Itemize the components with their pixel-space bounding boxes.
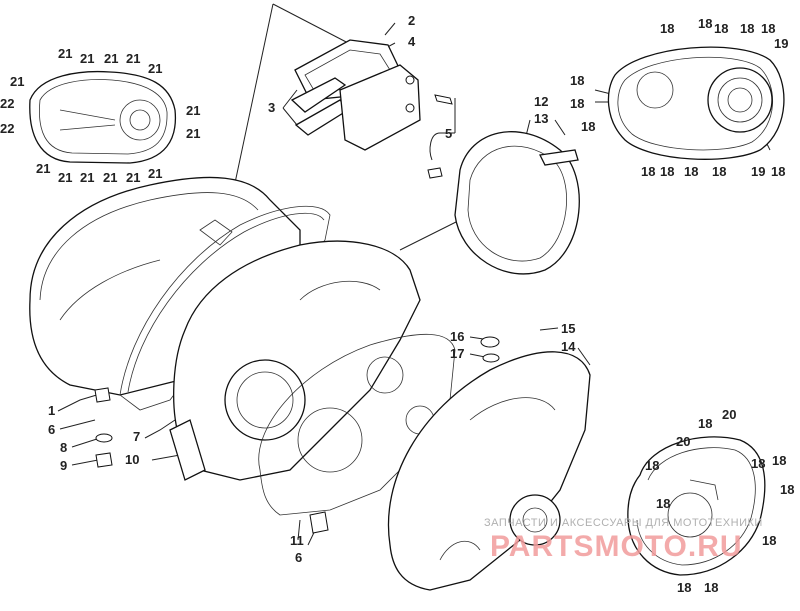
callout-18: 20 (722, 407, 736, 422)
callout-18: 18 (677, 580, 691, 595)
callout-21: 21 (80, 51, 94, 66)
callout-18: 19 (751, 164, 765, 179)
callout-14: 14 (561, 339, 576, 354)
callout-18: 18 (641, 164, 655, 179)
callout-19: 19 (774, 36, 788, 51)
magneto-cover-inset (627, 436, 766, 576)
callout-6: 6 (48, 422, 55, 437)
callout-21: 21 (58, 170, 72, 185)
callout-17: 17 (450, 346, 464, 361)
callout-10: 10 (125, 452, 139, 467)
watermark-tagline: ЗАПЧАСТИ И АКСЕССУАРЫ ДЛЯ МОТОТЕХНИКИ (484, 517, 763, 529)
callout-18: 18 (684, 164, 698, 179)
callout-5: 5 (445, 126, 452, 141)
callout-21: 21 (10, 74, 24, 89)
callout-11: 11 (290, 533, 304, 548)
callout-21: 21 (126, 51, 140, 66)
small-parts (94, 336, 500, 534)
callout-2: 2 (408, 13, 415, 28)
callout-18: 18 (570, 73, 584, 88)
callout-18: 18 (656, 496, 670, 511)
callout-20: 20 (676, 434, 690, 449)
callout-18: 18 (698, 416, 712, 431)
callout-22: 22 (0, 96, 14, 111)
callout-9: 9 (60, 458, 67, 473)
callout-21: 21 (186, 126, 200, 141)
callout-21: 21 (80, 170, 94, 185)
cover-plate-parts (290, 39, 453, 179)
callout-21: 21 (58, 46, 72, 61)
callout-18: 18 (712, 164, 726, 179)
callout-21: 21 (186, 103, 200, 118)
callout-18: 18 (660, 21, 674, 36)
callout-16: 16 (450, 329, 464, 344)
middle-crankcase (169, 240, 421, 481)
callout-3: 3 (268, 100, 275, 115)
callout-15: 15 (561, 321, 575, 336)
site-watermark: ЗАПЧАСТИ И АКСЕССУАРЫ ДЛЯ МОТОТЕХНИКИ PA… (484, 517, 763, 563)
callout-18: 18 (762, 533, 776, 548)
outer-clutch-cover-inset (29, 70, 177, 164)
callout-21: 21 (148, 166, 162, 181)
callout-6b: 6 (295, 550, 302, 565)
callout-labels: 2 4 3 5 12 13 1 6 7 8 9 10 11 6 16 17 15… (0, 13, 794, 595)
callout-18: 18 (714, 21, 728, 36)
callout-21: 21 (103, 170, 117, 185)
callout-18: 18 (780, 482, 794, 497)
callout-21: 21 (126, 170, 140, 185)
callout-18: 18 (761, 21, 775, 36)
callout-12: 12 (534, 94, 548, 109)
callout-21: 21 (36, 161, 50, 176)
callout-22: 22 (0, 121, 14, 136)
watermark-site: PARTSMOTO.RU (490, 530, 743, 563)
callout-18: 18 (698, 16, 712, 31)
callout-20: 18 (772, 453, 786, 468)
right-crankcase (387, 351, 591, 591)
callout-13: 13 (534, 111, 548, 126)
callout-21: 21 (148, 61, 162, 76)
callout-18: 18 (704, 580, 718, 595)
callout-18: 18 (581, 119, 595, 134)
callout-21: 21 (104, 51, 118, 66)
crankcase-gasket (119, 205, 331, 411)
clutch-drum (454, 131, 580, 275)
callout-1: 1 (48, 403, 55, 418)
callout-18: 18 (570, 96, 584, 111)
left-crankcase-cover (29, 176, 301, 396)
callout-19: 18 (771, 164, 785, 179)
callout-7: 7 (133, 429, 140, 444)
callout-4: 4 (408, 34, 416, 49)
callout-18: 18 (660, 164, 674, 179)
starter-cover-inset (607, 46, 785, 160)
callout-8: 8 (60, 440, 67, 455)
callout-18: 18 (645, 458, 659, 473)
callout-18: 18 (751, 456, 765, 471)
callout-18: 18 (740, 21, 754, 36)
